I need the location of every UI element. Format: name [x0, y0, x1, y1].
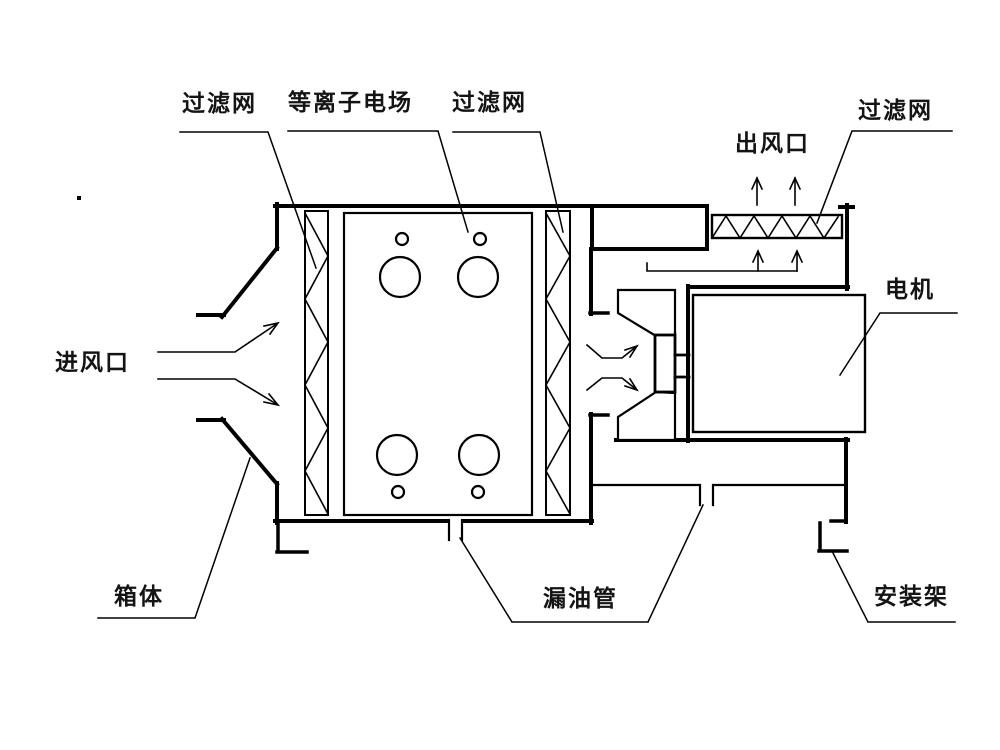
duct-arrow-right [790, 249, 804, 272]
fan-shroud-upper [616, 288, 677, 338]
filter-strip-left [303, 210, 330, 516]
mid-arrow-upper [585, 343, 639, 359]
filter-left-zigzag [303, 211, 330, 516]
duct-arrow-left [751, 249, 765, 272]
leader-motor [838, 312, 958, 377]
label-filter-right: 过滤网 [858, 98, 933, 124]
label-oil-drain-pipe: 漏油管 [543, 586, 618, 612]
label-filter-left: 过滤网 [182, 91, 257, 117]
leader-lines [97, 130, 958, 624]
cabinet-shell [196, 202, 855, 525]
right-wall-opening-lips [588, 311, 848, 523]
electrode-hole [456, 255, 500, 299]
oil-drain-stub-right [698, 483, 715, 507]
label-air-outlet: 出风口 [735, 131, 810, 157]
mounting-foot-left [275, 521, 309, 554]
outlet-band-zigzag [710, 214, 840, 240]
label-motor: 电机 [885, 277, 935, 303]
electrode-hole [390, 484, 406, 500]
electrode-hole [470, 484, 486, 500]
label-cabinet: 箱体 [114, 584, 164, 610]
oil-drain-stub-left [447, 519, 464, 542]
leader-plasma-field [287, 130, 469, 233]
outlet-arrow-left [750, 176, 764, 206]
leader-filter-mid [452, 131, 564, 233]
outlet-arrow-right [788, 176, 802, 206]
electrode-hole [457, 433, 501, 477]
leader-oil-pipe [458, 504, 704, 624]
motor-body [691, 293, 867, 434]
label-plasma-field: 等离子电场 [288, 90, 413, 116]
label-mounting-bracket: 安装架 [874, 584, 949, 610]
electrode-hole [394, 231, 410, 247]
leader-filter-right [816, 130, 953, 224]
electrode-hole [378, 255, 422, 299]
leader-bracket [831, 551, 956, 624]
airflow-arrows [157, 176, 804, 407]
plasma-plate [342, 211, 534, 517]
duct-flow-line [646, 262, 798, 272]
leader-cabinet [97, 457, 251, 619]
fan-assembly [616, 288, 691, 442]
electrode-hole [472, 231, 488, 247]
fan-shroud-lower [616, 390, 677, 442]
stray-dot [77, 196, 81, 200]
label-air-inlet: 进风口 [55, 350, 130, 376]
mounting-foot-right [817, 521, 849, 553]
outlet-filter-band [710, 213, 844, 240]
inlet-arrow-upper [157, 321, 280, 353]
leader-filter-left [179, 131, 317, 269]
fan-hub [653, 333, 677, 394]
fan-shaft [673, 353, 691, 379]
filter-right-zigzag [544, 211, 572, 516]
electrode-hole [375, 433, 419, 477]
mid-arrow-lower [585, 377, 639, 392]
inlet-arrow-lower [157, 378, 281, 407]
filter-strip-right [544, 210, 572, 516]
label-filter-mid: 过滤网 [452, 90, 527, 116]
